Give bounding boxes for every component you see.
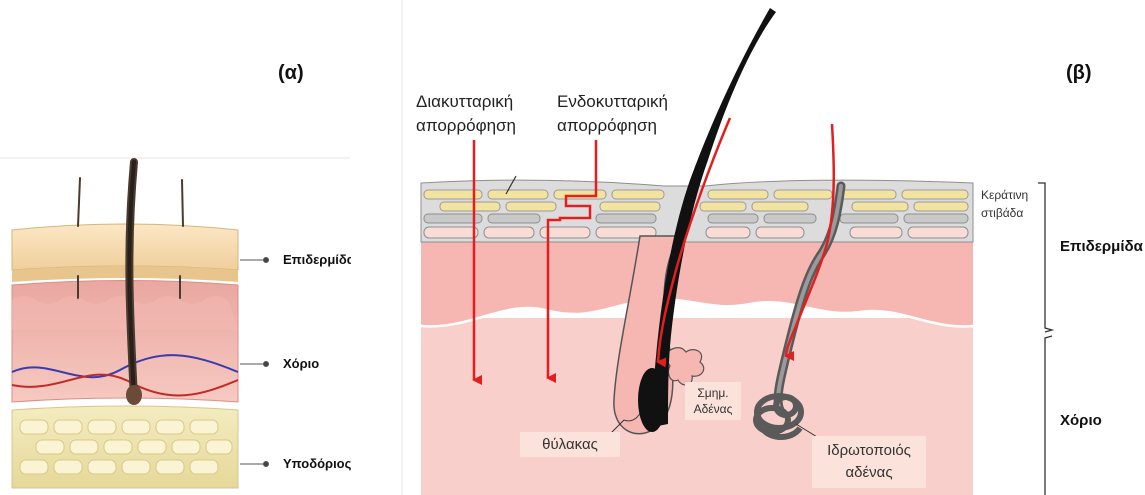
hair-bulb (638, 368, 666, 432)
sebaceous-gland-label: Σμημ. Αδένας (685, 382, 741, 420)
intercellular-label-line2: απορρόφηση (416, 114, 516, 138)
corneocyte-row-2 (440, 202, 968, 211)
epidermis-label-right: Επιδερμίδα (1060, 238, 1143, 255)
stratum-corneum-label-line2: στιβάδα (981, 204, 1028, 222)
intracellular-label: Ενδοκυτταρική απορρόφηση (557, 90, 668, 138)
sweat-gland-label-line1: Ιδρωτοποιός (820, 440, 918, 462)
stratum-corneum-label: Κεράτινη στιβάδα (981, 186, 1028, 222)
intercellular-label: Διακυτταρική απορρόφηση (416, 90, 516, 138)
follicle-label: θύλακας (520, 432, 620, 457)
dermis-bracket (1045, 336, 1052, 495)
intercellular-label-line1: Διακυτταρική (416, 90, 516, 114)
epidermis-bracket (1038, 183, 1052, 332)
sebaceous-gland-label-line2: Αδένας (691, 401, 735, 417)
panel-label-b: (β) (1066, 62, 1092, 85)
sebaceous-gland-label-line1: Σμημ. (691, 385, 735, 401)
sweat-gland-label-line2: αδένας (820, 462, 918, 484)
stratum-corneum-label-line1: Κεράτινη (981, 186, 1028, 204)
sweat-gland-label: Ιδρωτοποιός αδένας (812, 436, 926, 488)
viable-epidermis (421, 242, 973, 326)
dermis-label-right: Χόριο (1060, 412, 1102, 429)
intracellular-label-line2: απορρόφηση (557, 114, 668, 138)
intracellular-label-line1: Ενδοκυτταρική (557, 90, 668, 114)
